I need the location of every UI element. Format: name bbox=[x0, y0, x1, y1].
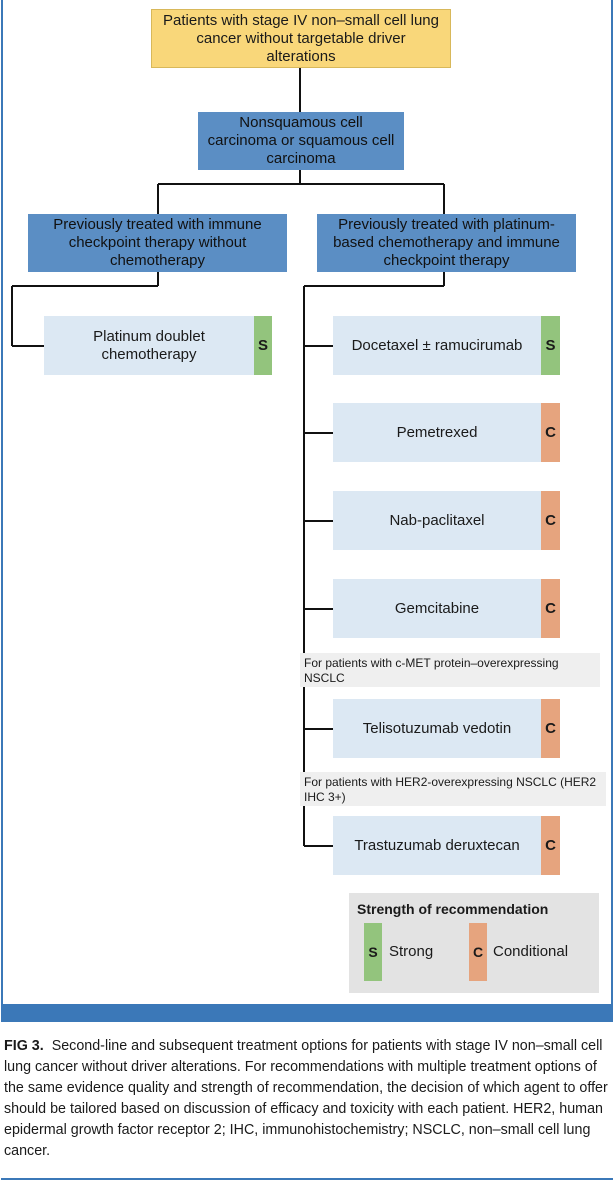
connector-lines bbox=[11, 68, 445, 847]
histology-box: Nonsquamous cell carcinoma or squamous c… bbox=[198, 112, 404, 170]
bottom-rule bbox=[1, 1178, 613, 1180]
option-nab-paclitaxel: Nab-paclitaxel bbox=[333, 491, 541, 550]
figure-frame bbox=[1, 0, 613, 1006]
option-telisotuzumab: Telisotuzumab vedotin bbox=[333, 699, 541, 758]
strength-badge-conditional: C bbox=[541, 491, 560, 550]
note-her2: For patients with HER2-overexpressing NS… bbox=[300, 772, 606, 806]
strength-badge-conditional: C bbox=[541, 816, 560, 875]
legend-conditional-badge: C bbox=[469, 923, 487, 981]
legend-strong-label: Strong bbox=[389, 943, 434, 960]
left-branch-box: Previously treated with immune checkpoin… bbox=[28, 214, 287, 272]
strength-badge-conditional: C bbox=[541, 699, 560, 758]
figure-bottom-bar bbox=[1, 1004, 613, 1022]
legend-title: Strength of recommendation bbox=[357, 901, 549, 917]
patient-population-box: Patients with stage IV non–small cell lu… bbox=[151, 9, 451, 68]
legend-strong-badge: S bbox=[364, 923, 382, 981]
option-trastuzumab-deruxtecan: Trastuzumab deruxtecan bbox=[333, 816, 541, 875]
strength-badge-conditional: C bbox=[541, 403, 560, 462]
option-platinum-doublet: Platinum doublet chemotherapy bbox=[44, 316, 254, 375]
strength-badge-strong: S bbox=[541, 316, 560, 375]
caption-label: FIG 3. bbox=[4, 1038, 44, 1054]
option-docetaxel: Docetaxel ± ramucirumab bbox=[333, 316, 541, 375]
right-branch-box: Previously treated with platinum-based c… bbox=[317, 214, 576, 272]
strength-badge-conditional: C bbox=[541, 579, 560, 638]
strength-badge-strong: S bbox=[254, 316, 272, 375]
legend-conditional-label: Conditional bbox=[493, 943, 569, 960]
option-pemetrexed: Pemetrexed bbox=[333, 403, 541, 462]
note-cmet: For patients with c-MET protein–overexpr… bbox=[300, 653, 600, 687]
legend: Strength of recommendation S Strong C Co… bbox=[349, 893, 599, 993]
caption-text: Second-line and subsequent treatment opt… bbox=[4, 1038, 608, 1159]
figure-caption: FIG 3. Second-line and subsequent treatm… bbox=[4, 1036, 610, 1162]
option-gemcitabine: Gemcitabine bbox=[333, 579, 541, 638]
